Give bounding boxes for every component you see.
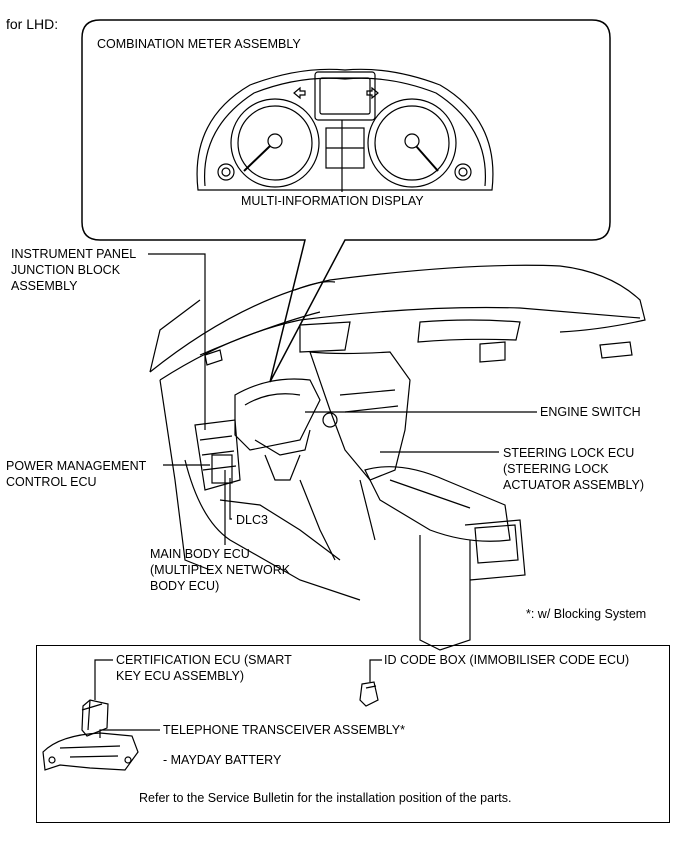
dlc3-leader xyxy=(229,478,232,520)
telephone-transceiver-art xyxy=(42,732,139,771)
steering-lock-label-3: ACTUATOR ASSEMBLY) xyxy=(503,478,645,492)
id-code-box-label: ID CODE BOX (IMMOBILISER CODE ECU) xyxy=(384,653,630,667)
ip-junction-block-label-1: INSTRUMENT PANEL xyxy=(11,247,137,261)
steering-lock-label-1: STEERING LOCK ECU xyxy=(503,446,635,460)
service-bulletin-note: Refer to the Service Bulletin for the in… xyxy=(139,791,512,805)
mayday-battery-label: - MAYDAY BATTERY xyxy=(163,753,282,767)
ip-junction-block-label-3: ASSEMBLY xyxy=(11,279,78,293)
right-gauge-art xyxy=(367,98,457,188)
power-management-label-1: POWER MANAGEMENT xyxy=(6,459,147,473)
dashboard-art xyxy=(149,264,646,373)
parts-box xyxy=(36,645,670,823)
power-management-label-2: CONTROL ECU xyxy=(6,475,97,489)
telephone-transceiver-label: TELEPHONE TRANSCEIVER ASSEMBLY* xyxy=(163,723,405,737)
main-body-ecu-label-2: (MULTIPLEX NETWORK xyxy=(150,563,291,577)
certification-ecu-label-1: CERTIFICATION ECU (SMART xyxy=(116,653,292,667)
left-gauge-art xyxy=(230,98,320,188)
id-code-box-art xyxy=(359,681,379,707)
combination-meter-label: COMBINATION METER ASSEMBLY xyxy=(97,37,301,51)
multi-info-display-label: MULTI-INFORMATION DISPLAY xyxy=(241,194,424,208)
engine-switch-label: ENGINE SWITCH xyxy=(540,405,641,419)
meter-housing xyxy=(196,68,494,191)
main-body-ecu-label-3: BODY ECU) xyxy=(150,579,220,593)
ip-junction-block-label-2: JUNCTION BLOCK xyxy=(11,263,121,277)
footnote: *: w/ Blocking System xyxy=(526,607,647,621)
dlc3-label: DLC3 xyxy=(236,513,268,527)
main-body-ecu-label-1: MAIN BODY ECU xyxy=(150,547,250,561)
variant-label: for LHD: xyxy=(6,16,59,32)
steering-lock-label-2: (STEERING LOCK xyxy=(503,462,609,476)
certification-ecu-label-2: KEY ECU ASSEMBLY) xyxy=(116,669,245,683)
callout-bubble xyxy=(81,19,611,383)
